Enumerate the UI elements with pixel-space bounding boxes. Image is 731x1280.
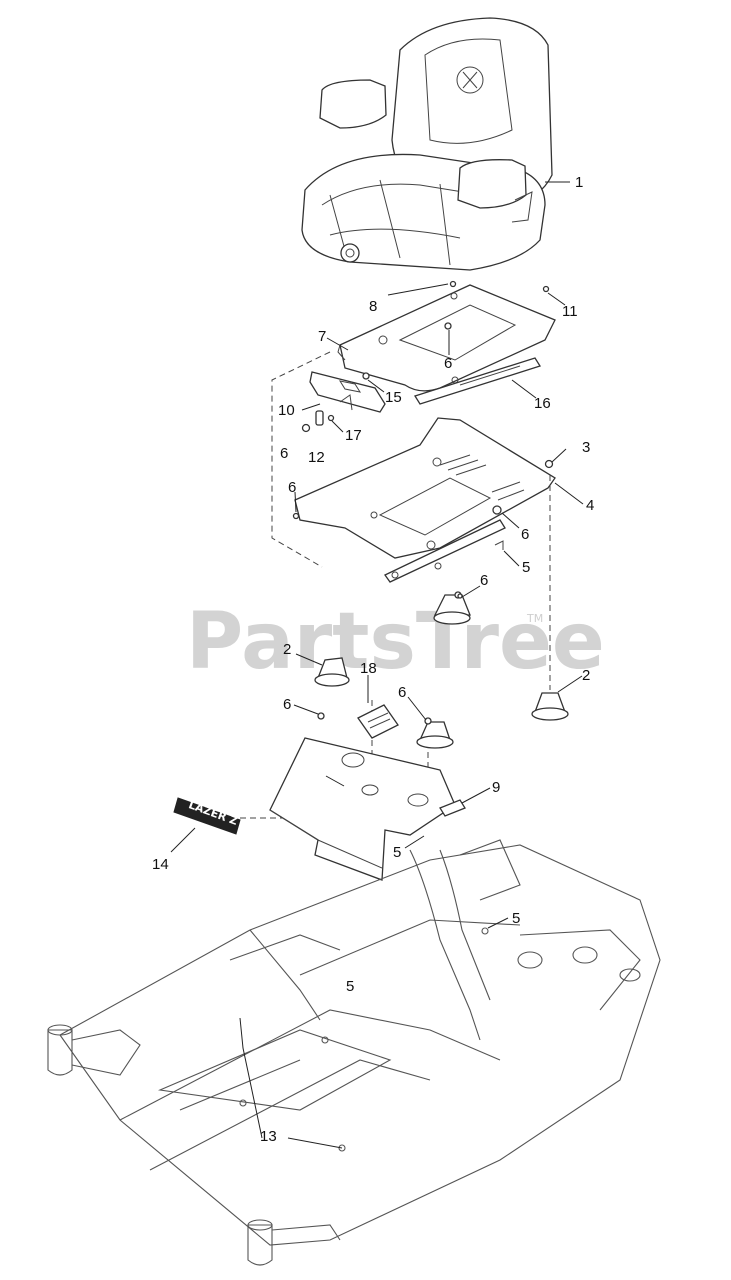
decal-18[interactable] xyxy=(357,704,399,739)
callout-6c[interactable]: 6 xyxy=(288,479,296,496)
callout-6a[interactable]: 6 xyxy=(444,355,452,372)
decal-14[interactable]: LAZER Z xyxy=(173,797,241,835)
callout-7[interactable]: 7 xyxy=(318,328,326,345)
leader-lines xyxy=(170,181,584,1149)
isolator-c xyxy=(531,692,569,721)
callout-2b[interactable]: 2 xyxy=(582,667,590,684)
seat-base[interactable] xyxy=(292,417,556,583)
callout-5c[interactable]: 5 xyxy=(512,910,520,927)
callout-6g[interactable]: 6 xyxy=(398,684,406,701)
callout-12[interactable]: 12 xyxy=(308,449,325,466)
isolator-d xyxy=(416,717,454,749)
alignment-lines xyxy=(240,351,551,819)
callout-13[interactable]: 13 xyxy=(260,1128,277,1145)
hardware-12-17[interactable] xyxy=(301,280,550,433)
isolator-b xyxy=(314,657,350,687)
callout-10[interactable]: 10 xyxy=(278,402,295,419)
callout-2a[interactable]: 2 xyxy=(283,641,291,658)
slide-rail[interactable] xyxy=(414,357,541,405)
isolator-mounts[interactable] xyxy=(314,591,569,749)
watermark-tm: TM xyxy=(526,612,543,625)
mower-frame[interactable] xyxy=(47,839,661,1266)
callout-4[interactable]: 4 xyxy=(586,497,594,514)
callout-5a[interactable]: 5 xyxy=(522,559,530,576)
callout-6b[interactable]: 6 xyxy=(280,445,288,462)
isolator-a xyxy=(433,591,471,625)
callout-6d[interactable]: 6 xyxy=(521,526,529,543)
callout-14[interactable]: 14 xyxy=(152,856,169,873)
callout-9[interactable]: 9 xyxy=(492,779,500,796)
seat-assembly[interactable] xyxy=(301,17,553,271)
seat-plate[interactable] xyxy=(337,284,556,392)
adjust-bracket[interactable] xyxy=(309,371,386,413)
callout-17[interactable]: 17 xyxy=(345,427,362,444)
callout-8[interactable]: 8 xyxy=(369,298,377,315)
callout-15[interactable]: 15 xyxy=(385,389,402,406)
callout-6e[interactable]: 6 xyxy=(480,572,488,589)
callout-3[interactable]: 3 xyxy=(582,439,590,456)
callout-18[interactable]: 18 xyxy=(360,660,377,677)
callouts: 1 8 11 7 6 15 16 10 17 6 12 3 4 6 6 5 6 … xyxy=(152,174,594,1145)
mount-panel[interactable] xyxy=(269,737,466,881)
watermark-text: PartsTree xyxy=(186,597,605,687)
callout-5b[interactable]: 5 xyxy=(393,844,401,861)
callout-1[interactable]: 1 xyxy=(575,174,583,191)
callout-16[interactable]: 16 xyxy=(534,395,551,412)
callout-6f[interactable]: 6 xyxy=(283,696,291,713)
callout-5d[interactable]: 5 xyxy=(346,978,354,995)
callout-11[interactable]: 11 xyxy=(562,303,578,320)
